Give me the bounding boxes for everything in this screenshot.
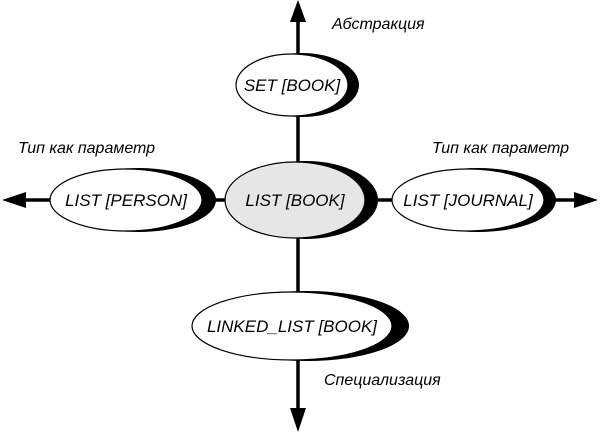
node-center-ellipse <box>224 161 366 239</box>
node-bottom: LINKED_LIST [BOOK] <box>191 291 409 361</box>
node-center: LIST [BOOK] <box>224 161 378 239</box>
node-left-ellipse <box>49 168 203 232</box>
node-bottom-label: LINKED_LIST [BOOK] <box>207 317 378 336</box>
node-left-label: LIST [PERSON] <box>65 191 188 210</box>
node-bottom-ellipse <box>191 291 393 361</box>
node-top-label: SET [BOOK] <box>244 76 342 95</box>
arrow-left-icon <box>2 192 26 208</box>
node-right: LIST [JOURNAL] <box>391 168 556 232</box>
arrow-up-icon <box>290 0 306 22</box>
node-top: SET [BOOK] <box>235 53 359 117</box>
node-left: LIST [PERSON] <box>49 168 216 232</box>
node-center-label: LIST [BOOK] <box>245 191 345 210</box>
node-top-ellipse <box>235 53 349 117</box>
label-up: Абстракция <box>331 16 425 33</box>
label-right: Тип как параметр <box>432 140 569 157</box>
label-left: Тип как параметр <box>18 140 155 157</box>
arrow-down-icon <box>290 408 306 432</box>
arrow-right-icon <box>574 192 598 208</box>
node-right-label: LIST [JOURNAL] <box>403 191 534 210</box>
label-down: Специализация <box>324 372 441 389</box>
node-right-ellipse <box>391 168 545 232</box>
